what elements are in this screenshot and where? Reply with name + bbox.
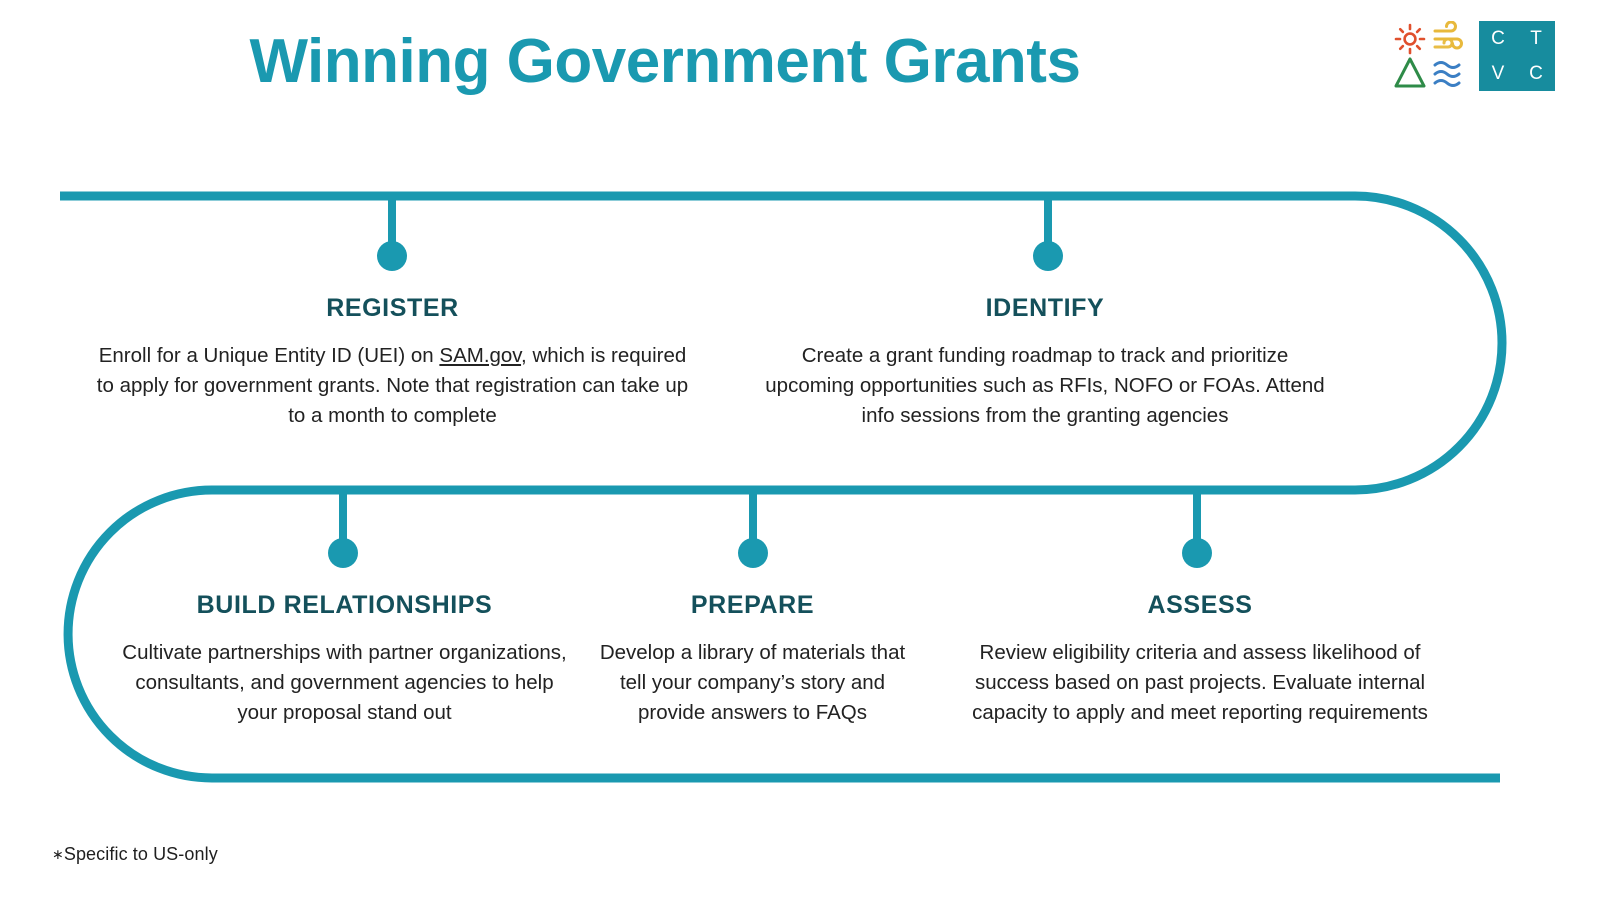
milestone-dot-identify: [1033, 241, 1063, 271]
sun-icon: [1394, 23, 1426, 55]
step-register-body-pre: Enroll for a Unique Entity ID (UEI) on: [98, 343, 440, 367]
asterisk-icon: ∗: [52, 846, 64, 862]
step-build-body: Cultivate partnerships with partner orga…: [122, 640, 567, 725]
logo-letter-t: T: [1530, 27, 1542, 49]
connector-register: [377, 196, 407, 271]
sam-gov-link[interactable]: SAM.gov: [439, 343, 522, 367]
step-build-relationships: BUILD RELATIONSHIPS Cultivate partnershi…: [122, 591, 567, 728]
step-build-heading: BUILD RELATIONSHIPS: [196, 591, 493, 619]
ctvc-wordmark: C T V C: [1479, 21, 1555, 91]
footnote: ∗Specific to US-only: [52, 844, 218, 865]
milestone-dot-assess: [1182, 538, 1212, 568]
step-prepare-heading: PREPARE: [690, 591, 815, 619]
connector-build: [328, 490, 358, 568]
step-assess: ASSESS Review eligibility criteria and a…: [945, 591, 1455, 728]
connector-identify: [1033, 196, 1063, 271]
logo-letter-v: V: [1491, 62, 1505, 84]
page-title: Winning Government Grants: [249, 27, 1081, 96]
step-identify-heading: IDENTIFY: [985, 294, 1105, 322]
step-register-heading: REGISTER: [326, 294, 459, 322]
logo-letter-c1: C: [1491, 27, 1505, 49]
step-identify: IDENTIFY Create a grant funding roadmap …: [760, 294, 1330, 431]
connector-assess: [1182, 490, 1212, 568]
step-assess-heading: ASSESS: [1147, 591, 1253, 619]
step-assess-body: Review eligibility criteria and assess l…: [972, 640, 1428, 725]
milestone-dot-prepare: [738, 538, 768, 568]
logo-icon-grid: [1394, 21, 1463, 88]
connector-prepare: [738, 490, 768, 568]
step-register-body: Enroll for a Unique Entity ID (UEI) on S…: [95, 341, 690, 432]
ctvc-logo: C T V C: [1393, 20, 1565, 92]
logo-letter-c2: C: [1529, 62, 1543, 84]
triangle-icon: [1394, 57, 1426, 88]
step-register-body-post: , which is required to apply for governm…: [96, 343, 689, 428]
wind-icon: [1433, 21, 1463, 50]
milestone-dot-build: [328, 538, 358, 568]
footnote-text: Specific to US-only: [63, 844, 218, 864]
step-prepare-body: Develop a library of materials that tell…: [599, 640, 906, 725]
step-register: REGISTER Enroll for a Unique Entity ID (…: [95, 294, 690, 432]
step-identify-body: Create a grant funding roadmap to track …: [765, 343, 1325, 428]
step-prepare: PREPARE Develop a library of materials t…: [585, 591, 920, 728]
waves-icon: [1433, 61, 1461, 87]
milestone-dot-register: [377, 241, 407, 271]
